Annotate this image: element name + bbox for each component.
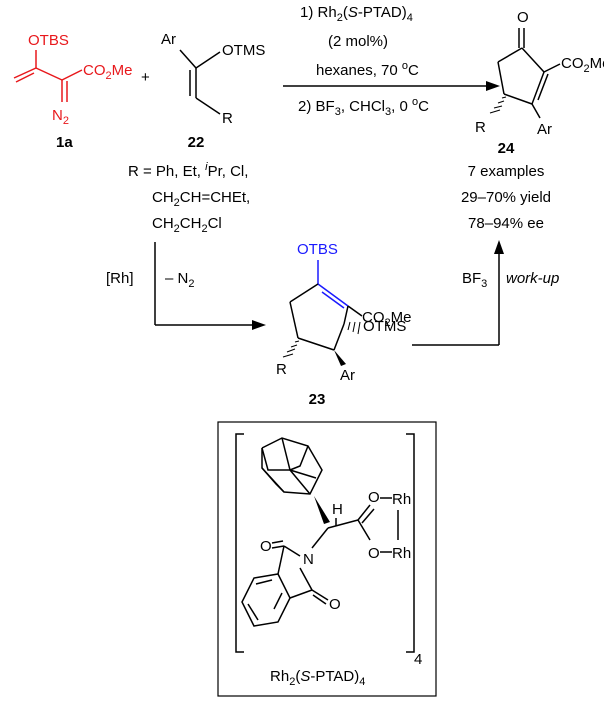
r-group-22: R (222, 110, 233, 127)
phthalimide-group: O O (241, 538, 341, 627)
hashed-bond-r-23 (282, 340, 300, 358)
imide-oxygen-2: O (329, 596, 341, 613)
aryl-group-24: Ar (537, 121, 552, 138)
alpha-hydrogen: H (332, 501, 343, 518)
r-group-24: R (475, 119, 486, 136)
scope-line-2: CH2CH=CHEt, (152, 189, 250, 209)
wedge-bond-ar-23 (334, 350, 346, 366)
compound-1a: OTBS CO2Me N2 1a (13, 32, 132, 151)
product-24: O CO2Me Ar R 24 7 examples 29–70% yield … (461, 9, 604, 232)
r-group-23: R (276, 361, 287, 378)
otbs-group-23: OTBS (297, 241, 338, 258)
compound-label-1a: 1a (56, 134, 73, 151)
rhodium-2: Rh (392, 545, 411, 562)
adamantyl-cage (261, 437, 323, 495)
rhodium-1: Rh (392, 491, 411, 508)
condition-step2: 2) BF3, CHCl3, 0 oC (298, 96, 429, 118)
aryl-group-23: Ar (340, 367, 355, 384)
scope-line-1: R = Ph, Et, iPr, Cl, (128, 161, 248, 180)
ester-group-24: CO2Me (561, 55, 604, 75)
compound-label-22: 22 (188, 134, 205, 151)
catalyst-repeat-subscript: 4 (414, 651, 422, 668)
compound-label-24: 24 (498, 140, 515, 157)
condition-step1-solvent: hexanes, 70 oC (316, 60, 419, 79)
rh-catalyst-label: [Rh] (106, 270, 134, 287)
scope-line-3: CH2CH2Cl (152, 215, 222, 235)
product-yield: 29–70% yield (461, 189, 551, 206)
otms-group-22: OTMS (222, 42, 265, 59)
hashed-bond-r-24 (489, 96, 507, 114)
plus-sign: + (141, 69, 150, 86)
imide-nitrogen: N (303, 551, 314, 568)
compound-22: Ar OTMS R 22 (161, 31, 265, 151)
otms-group-23: OTMS (363, 318, 406, 335)
catalyst-structure-box: 4 H O O Rh Rh N (217, 421, 437, 697)
hashed-bond-otms-23 (347, 321, 361, 335)
n2-loss-label: – N2 (165, 270, 194, 290)
product-examples: 7 examples (468, 163, 545, 180)
substituent-scope: R = Ph, Et, iPr, Cl, CH2CH=CHEt, CH2CH2C… (128, 161, 250, 235)
condition-step1-loading: (2 mol%) (328, 33, 388, 50)
otbs-group-1a: OTBS (28, 32, 69, 49)
ester-group-23: CO2Me (362, 309, 411, 329)
wedge-bond-adamantyl (314, 496, 330, 524)
product-ee: 78–94% ee (468, 215, 544, 232)
condition-step1-catalyst: 1) Rh2(S-PTAD)4 (300, 4, 413, 24)
arrow-to-intermediate: [Rh] – N2 (106, 242, 266, 330)
carboxylate-oxygen-1: O (368, 489, 380, 506)
intermediate-23: OTBS CO2Me OTMS R Ar 23 (276, 241, 411, 408)
diazo-group-1a: N2 (52, 107, 69, 127)
imide-oxygen-1: O (260, 538, 272, 555)
bf3-label: BF3 (462, 270, 487, 290)
workup-label: work-up (506, 270, 559, 287)
compound-label-23: 23 (309, 391, 326, 408)
catalyst-name: Rh2(S-PTAD)4 (270, 668, 365, 688)
carboxylate-oxygen-2: O (368, 545, 380, 562)
aryl-group-22: Ar (161, 31, 176, 48)
ketone-oxygen-24: O (517, 9, 529, 26)
main-reaction-arrow: 1) Rh2(S-PTAD)4 (2 mol%) hexanes, 70 oC … (283, 4, 500, 118)
workup-arrow: BF3 work-up (412, 240, 559, 346)
ester-group-1a: CO2Me (83, 62, 132, 82)
